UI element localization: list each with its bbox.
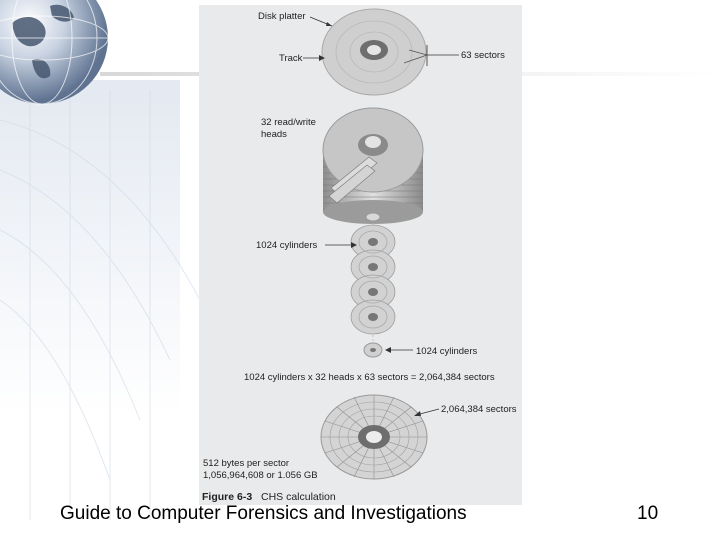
arrow-head (385, 347, 391, 353)
cylinders-illustration (350, 223, 396, 358)
chs-figure: Disk platter Track 63 sectors (199, 5, 522, 505)
label-total-sectors: 2,064,384 sectors (441, 404, 517, 415)
figure-caption-number: Figure 6-3 (202, 491, 252, 503)
arrow-head (414, 411, 421, 416)
label-track: Track (279, 53, 303, 64)
background-fade (0, 80, 180, 500)
arrow-head (351, 242, 357, 248)
footer-title: Guide to Computer Forensics and Investig… (60, 503, 467, 524)
disk-platter-illustration (321, 8, 428, 96)
label-63-sectors: 63 sectors (461, 50, 505, 61)
chs-equation: 1024 cylinders x 32 heads x 63 sectors =… (244, 372, 495, 383)
figure-caption-text: CHS calculation (261, 491, 336, 503)
label-heads-line1: 32 read/write (261, 117, 316, 128)
page-number: 10 (637, 503, 659, 524)
label-bytes-line2: 1,056,964,608 or 1.056 GB (203, 470, 318, 481)
label-bytes-line1: 512 bytes per sector (203, 458, 289, 469)
label-disk-platter: Disk platter (258, 11, 306, 22)
arrow-head (319, 55, 325, 61)
chs-diagram: Disk platter Track 63 sectors (202, 8, 517, 503)
label-heads-line2: heads (261, 129, 287, 140)
platter-stack-illustration (322, 107, 424, 224)
sector-platter-illustration (320, 394, 428, 480)
globe-logo (0, 0, 109, 105)
arrow-head (326, 22, 332, 26)
label-cylinders-b: 1024 cylinders (416, 346, 478, 357)
label-cylinders-a: 1024 cylinders (256, 240, 318, 251)
